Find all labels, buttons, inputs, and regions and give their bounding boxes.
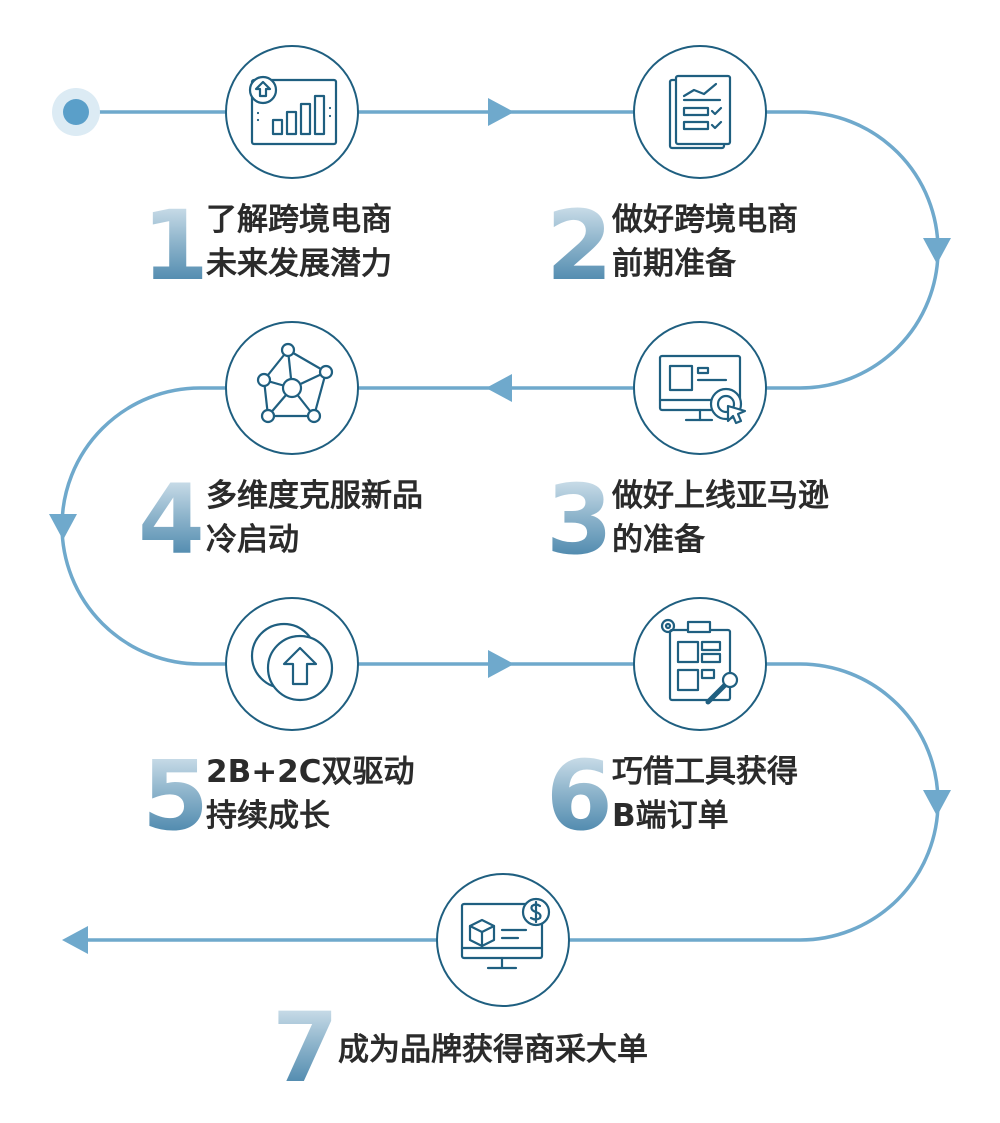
step-6-number: 6 <box>546 740 613 852</box>
arrow-right-icon <box>488 98 514 126</box>
step-1-line2: 未来发展潜力 <box>206 246 392 282</box>
step-4-label: 多维度克服新品 冷启动 <box>206 474 423 562</box>
step-5-line1: 2B+2C双驱动 <box>206 754 415 790</box>
step-4-number: 4 <box>138 464 205 576</box>
step-3-number: 3 <box>546 464 613 576</box>
flow-arrows <box>49 98 951 954</box>
step-3-circle <box>633 321 767 455</box>
step-4-line1: 多维度克服新品 <box>206 478 423 514</box>
step-3-label: 做好上线亚马逊 的准备 <box>612 474 829 562</box>
step-6-circle <box>633 597 767 731</box>
arrow-down-icon <box>49 514 77 540</box>
arrow-down-icon <box>923 790 951 816</box>
step-5-number: 5 <box>142 740 209 852</box>
step-6-line1: 巧借工具获得 <box>612 754 798 790</box>
step-2-number: 2 <box>546 190 613 302</box>
product-sales-monitor-icon <box>460 897 551 970</box>
step-7-number: 7 <box>272 992 339 1104</box>
network-nodes-icon <box>256 342 334 424</box>
checklist-document-icon <box>668 74 732 150</box>
arrow-left-icon <box>62 926 88 954</box>
step-5-line2: 持续成长 <box>206 798 330 834</box>
step-5-label: 2B+2C双驱动 持续成长 <box>206 750 415 838</box>
arrow-right-icon <box>488 650 514 678</box>
step-2-label: 做好跨境电商 前期准备 <box>612 198 798 286</box>
arrow-down-icon <box>923 238 951 264</box>
step-2-line1: 做好跨境电商 <box>612 202 798 238</box>
step-1-number: 1 <box>142 190 209 302</box>
step-1-line1: 了解跨境电商 <box>206 202 392 238</box>
step-7-circle <box>436 873 570 1007</box>
step-7-label: 成为品牌获得商采大单 <box>338 1028 648 1072</box>
step-2-line2: 前期准备 <box>612 246 736 282</box>
step-1-label: 了解跨境电商 未来发展潜力 <box>206 198 392 286</box>
step-6-label: 巧借工具获得 B端订单 <box>612 750 798 838</box>
tool-board-icon <box>660 618 739 705</box>
step-6-line2: B端订单 <box>612 798 729 834</box>
step-7-line1: 成为品牌获得商采大单 <box>338 1032 648 1068</box>
step-3-line2: 的准备 <box>612 522 705 558</box>
upgrade-arrow-icon <box>250 622 334 702</box>
step-3-line1: 做好上线亚马逊 <box>612 478 829 514</box>
growth-report-icon <box>248 75 338 146</box>
arrow-left-icon <box>486 374 512 402</box>
step-4-line2: 冷启动 <box>206 522 299 558</box>
start-dot <box>52 88 100 136</box>
monitor-click-icon <box>658 354 747 425</box>
